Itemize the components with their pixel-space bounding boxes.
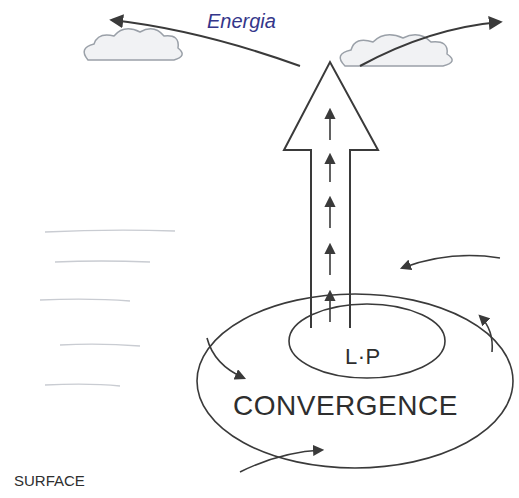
paper-lines [40,230,175,386]
upper-label: Energia [205,10,278,33]
rising-air-arrow [284,62,378,328]
small-up-arrows [329,110,331,322]
low-pressure-cell: L·P [287,302,447,380]
convergence-zone: CONVERGENCE L·P [195,292,515,470]
ellipse-outline [195,292,515,470]
zone-label: L·P [345,344,381,370]
divergence-arrows [112,20,500,66]
inflow-arrows [207,256,500,472]
zone-label: CONVERGENCE [233,390,458,422]
surface-label: SURFACE [12,472,87,489]
